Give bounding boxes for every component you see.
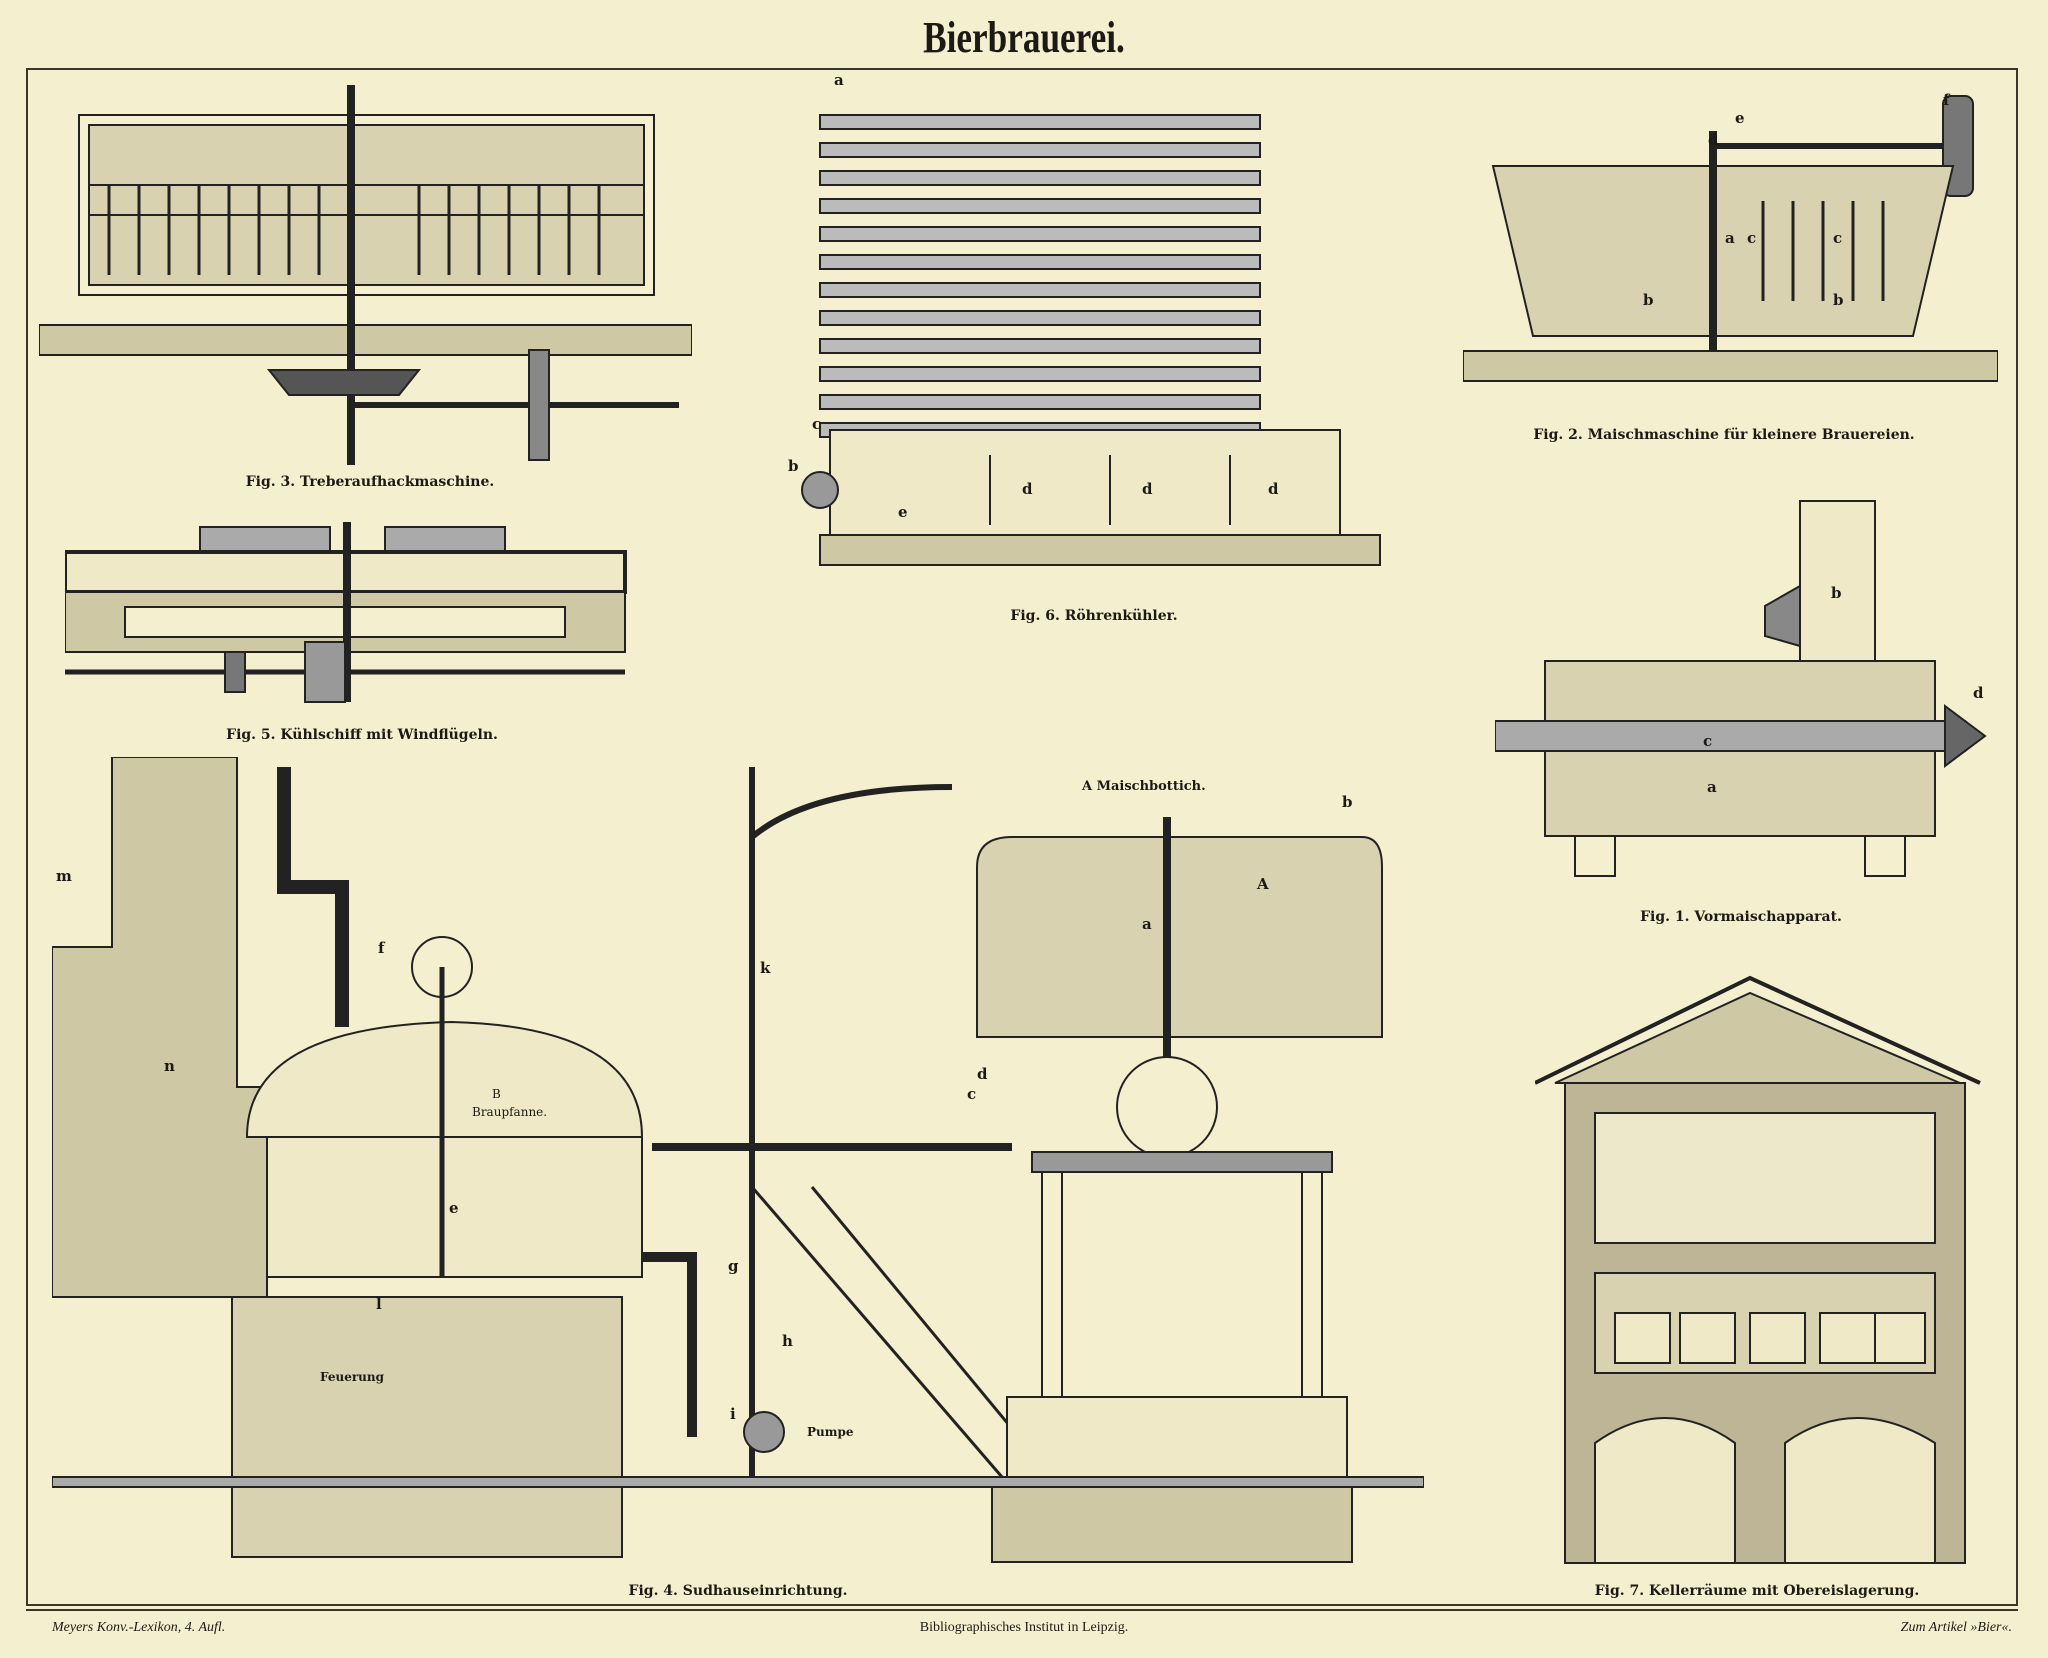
fig4-label-b: b <box>1342 793 1353 811</box>
fig4-sudhauseinrichtung-illustration: A Maischbottich. B Braupfanne. Feuerung … <box>52 757 1424 1567</box>
fig4-label-h: h <box>782 1332 793 1350</box>
fig5-caption: Fig. 5. Kühlschiff mit Windflügeln. <box>226 727 498 743</box>
fig2-label-b: b <box>1643 291 1654 309</box>
fig4-label-B: B <box>492 1087 501 1101</box>
fig4-label-m: m <box>56 867 72 885</box>
fig6-label-d: d <box>1142 480 1153 498</box>
fig4-label-a: a <box>1142 915 1152 933</box>
fig6-label-e: e <box>898 503 908 521</box>
fig3-caption: Fig. 3. Treberaufhackmaschine. <box>245 474 495 490</box>
fig2-label-d: d <box>1708 131 1719 149</box>
fig4-label-i: i <box>730 1405 736 1423</box>
fig5-kuehlschiff-illustration <box>65 522 633 712</box>
footer-source: Meyers Konv.-Lexikon, 4. Aufl. <box>52 1620 226 1635</box>
footer-article-ref: Zum Artikel »Bier«. <box>1900 1620 2012 1635</box>
fig1-caption: Fig. 1. Vormaischapparat. <box>1640 909 1842 925</box>
plate-frame <box>26 68 2018 1606</box>
fig6-label-a: a <box>834 71 844 89</box>
fig1-label-a: a <box>1707 778 1717 796</box>
fig2-caption: Fig. 2. Maischmaschine für kleinere Brau… <box>1533 427 1915 443</box>
fig4-label-f: f <box>378 939 385 957</box>
fig2-label-e: e <box>1735 109 1745 127</box>
fig6-label-d: d <box>1022 480 1033 498</box>
fig1-vormaischapparat-illustration: b c a d <box>1495 496 1998 888</box>
fig4-label-A: A <box>1257 875 1269 893</box>
plate-title: Bierbrauerei. <box>923 13 1125 62</box>
fig3-treberaufhackmaschine-illustration <box>39 85 692 470</box>
fig1-label-d: d <box>1973 684 1984 702</box>
fig4-label-d: d <box>977 1065 988 1083</box>
fig4-label-pumpe: Pumpe <box>807 1425 854 1439</box>
fig2-label-f: f <box>1943 91 1950 109</box>
fig2-maischmaschine-illustration: d e f a c c b b <box>1463 91 1998 385</box>
footer-publisher: Bibliographisches Institut in Leipzig. <box>919 1620 1129 1635</box>
fig2-label-c: c <box>1833 229 1843 247</box>
fig4-label-l: l <box>376 1295 382 1313</box>
fig6-roehrenkuehler-illustration: a b c d d d e <box>788 71 1391 594</box>
fig4-caption: Fig. 4. Sudhauseinrichtung. <box>628 1583 848 1599</box>
fig6-label-b: b <box>788 457 799 475</box>
fig4-label-g: g <box>728 1257 739 1275</box>
fig2-label-c: c <box>1747 229 1757 247</box>
fig4-label-c: c <box>967 1085 977 1103</box>
fig4-label-n: n <box>164 1057 175 1075</box>
fig6-caption: Fig. 6. Röhrenkühler. <box>1010 608 1178 624</box>
fig6-label-c: c <box>812 415 822 433</box>
fig2-label-b: b <box>1833 291 1844 309</box>
fig4-label-braupfanne: Braupfanne. <box>472 1105 548 1119</box>
fig1-label-c: c <box>1703 732 1713 750</box>
fig4-label-feuerung: Feuerung <box>320 1370 385 1384</box>
fig4-label-e: e <box>449 1199 459 1217</box>
fig4-label-maischbottich: A Maischbottich. <box>1082 779 1206 794</box>
fig7-kellerraeume-illustration <box>1535 973 1992 1567</box>
fig1-label-b: b <box>1831 584 1842 602</box>
fig2-label-a: a <box>1725 229 1735 247</box>
fig6-label-d: d <box>1268 480 1279 498</box>
footer-rule <box>26 1609 2018 1611</box>
fig4-label-k: k <box>760 959 771 977</box>
fig7-caption: Fig. 7. Kellerräume mit Obereislagerung. <box>1594 1583 1920 1599</box>
